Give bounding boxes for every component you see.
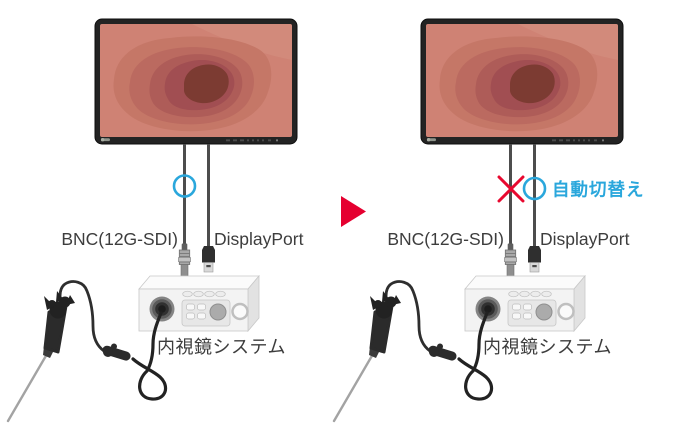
signal-lost-x-icon xyxy=(497,175,525,203)
system-label: 内視鏡システム xyxy=(157,337,286,357)
panel-after: 自動切替え BNC(12G-SDI) DisplayPort 内視鏡システム xyxy=(334,19,645,421)
bnc-label: BNC(12G-SDI) xyxy=(387,229,504,249)
panel-before: BNC(12G-SDI) DisplayPort 内視鏡システム xyxy=(8,19,304,421)
signal-active-circle-icon xyxy=(522,176,547,201)
auto-switch-label: 自動切替え xyxy=(552,180,645,200)
bnc-label: BNC(12G-SDI) xyxy=(61,229,178,249)
transition-arrow-icon xyxy=(341,196,366,227)
system-label: 内視鏡システム xyxy=(483,337,612,357)
displayport-label: DisplayPort xyxy=(540,229,630,249)
displayport-label: DisplayPort xyxy=(214,229,304,249)
signal-active-circle-icon xyxy=(172,174,197,198)
